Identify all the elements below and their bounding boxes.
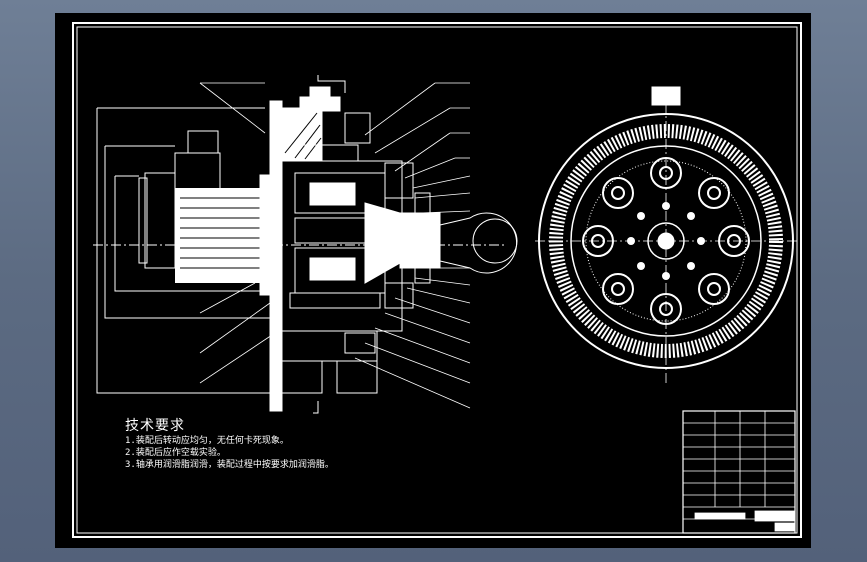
leader-lines <box>199 82 471 409</box>
requirement-item-3: 3.轴承用润滑脂润滑，装配过程中按要求加润滑脂。 <box>125 460 334 470</box>
foot-right <box>336 360 378 394</box>
section-view <box>93 75 518 414</box>
housing-hatch-top <box>281 107 323 161</box>
shaft-collar-bottom <box>414 267 431 284</box>
motor-junction-box <box>174 152 221 190</box>
right-bearing-top <box>384 162 414 199</box>
front-top-knob <box>651 86 681 106</box>
motor-end-cap <box>144 172 176 269</box>
requirement-item-2: 2.装配后应作空载实验。 <box>125 448 226 458</box>
title-block <box>682 410 796 534</box>
top-knob-head <box>309 86 331 100</box>
front-view <box>535 86 800 383</box>
lever-eye-hole <box>472 218 518 264</box>
planet-gear-lower <box>309 257 356 281</box>
motor-end-plate <box>138 177 148 264</box>
upper-bearing <box>344 112 371 144</box>
planet-gear-upper <box>309 182 356 206</box>
foot-left <box>281 360 323 394</box>
technical-requirements: 技术要求 1.装配后转动应均匀，无任何卡死现象。 2.装配后应作空载实验。 3.… <box>125 415 334 471</box>
drawing-sheet: 技术要求 1.装配后转动应均匀，无任何卡死现象。 2.装配后应作空载实验。 3.… <box>55 13 811 548</box>
lower-bearing <box>344 332 376 354</box>
cad-drawing <box>72 22 802 538</box>
drawing-border <box>72 22 802 538</box>
output-shaft <box>399 212 441 269</box>
shaft-collar-top <box>414 192 431 214</box>
motor-terminal <box>187 130 219 154</box>
upper-flange <box>292 144 359 162</box>
right-bearing-bottom <box>384 282 414 309</box>
housing-base <box>281 330 378 362</box>
housing-wall <box>269 100 283 412</box>
technical-requirements-title: 技术要求 <box>125 418 185 434</box>
lower-flange <box>289 292 381 309</box>
requirement-item-1: 1.装配后转动应均匀，无任何卡死现象。 <box>125 436 289 446</box>
inner-border <box>76 26 798 534</box>
motor-body <box>175 188 270 283</box>
